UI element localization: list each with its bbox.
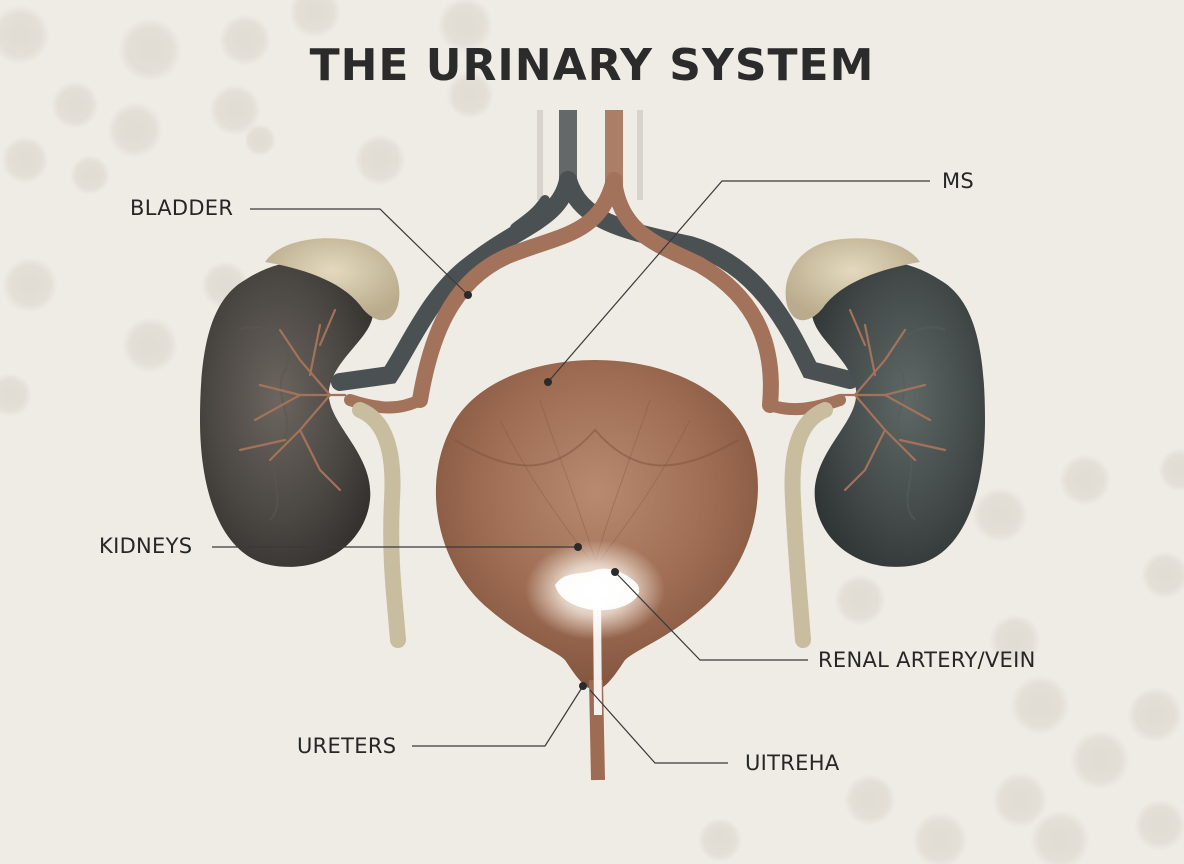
right-adrenal-gland bbox=[785, 238, 920, 321]
urethra bbox=[589, 599, 605, 781]
right-ureter bbox=[784, 402, 833, 648]
right-kidney bbox=[811, 261, 985, 567]
label-bladder: BLADDER bbox=[130, 196, 234, 220]
aorta-vena-cava bbox=[537, 110, 643, 200]
label-kidneys: KIDNEYS bbox=[99, 534, 193, 558]
page-title: THE URINARY SYSTEM bbox=[309, 40, 875, 91]
left-ureter bbox=[352, 402, 406, 648]
label-urethra: UITREHA bbox=[745, 751, 840, 775]
leader-dots bbox=[464, 291, 619, 690]
label-renal-artery-vein: RENAL ARTERY/VEIN bbox=[818, 648, 1036, 672]
label-ms: MS bbox=[942, 169, 975, 193]
label-ureters: URETERS bbox=[297, 734, 397, 758]
left-adrenal-gland bbox=[265, 238, 400, 321]
renal-arteries bbox=[344, 172, 846, 416]
left-kidney bbox=[200, 261, 374, 567]
bladder bbox=[435, 360, 758, 690]
leader-lines bbox=[212, 180, 930, 764]
